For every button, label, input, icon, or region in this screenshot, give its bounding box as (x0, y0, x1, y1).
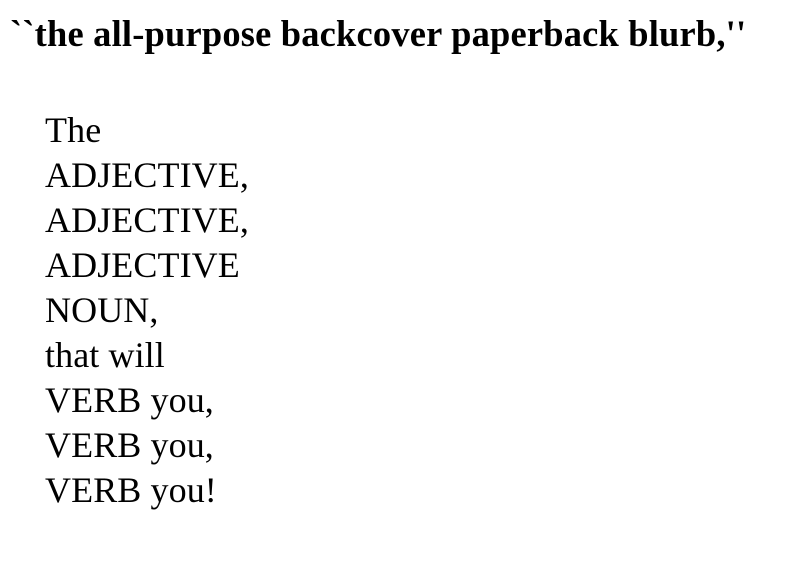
blurb-line: NOUN, (45, 290, 159, 330)
page-title: ``the all-purpose backcover paperback bl… (10, 14, 747, 55)
blurb-line: ADJECTIVE (45, 245, 240, 285)
blurb-line: VERB you, (45, 425, 214, 465)
blurb-line: The (45, 110, 102, 150)
blurb-line: VERB you, (45, 380, 214, 420)
blurb-line: ADJECTIVE, (45, 155, 249, 195)
blurb-line: VERB you! (45, 470, 217, 510)
blurb-line: ADJECTIVE, (45, 200, 249, 240)
blurb-template-block: The ADJECTIVE, ADJECTIVE, ADJECTIVE NOUN… (45, 108, 465, 513)
blurb-line: that will (45, 335, 165, 375)
